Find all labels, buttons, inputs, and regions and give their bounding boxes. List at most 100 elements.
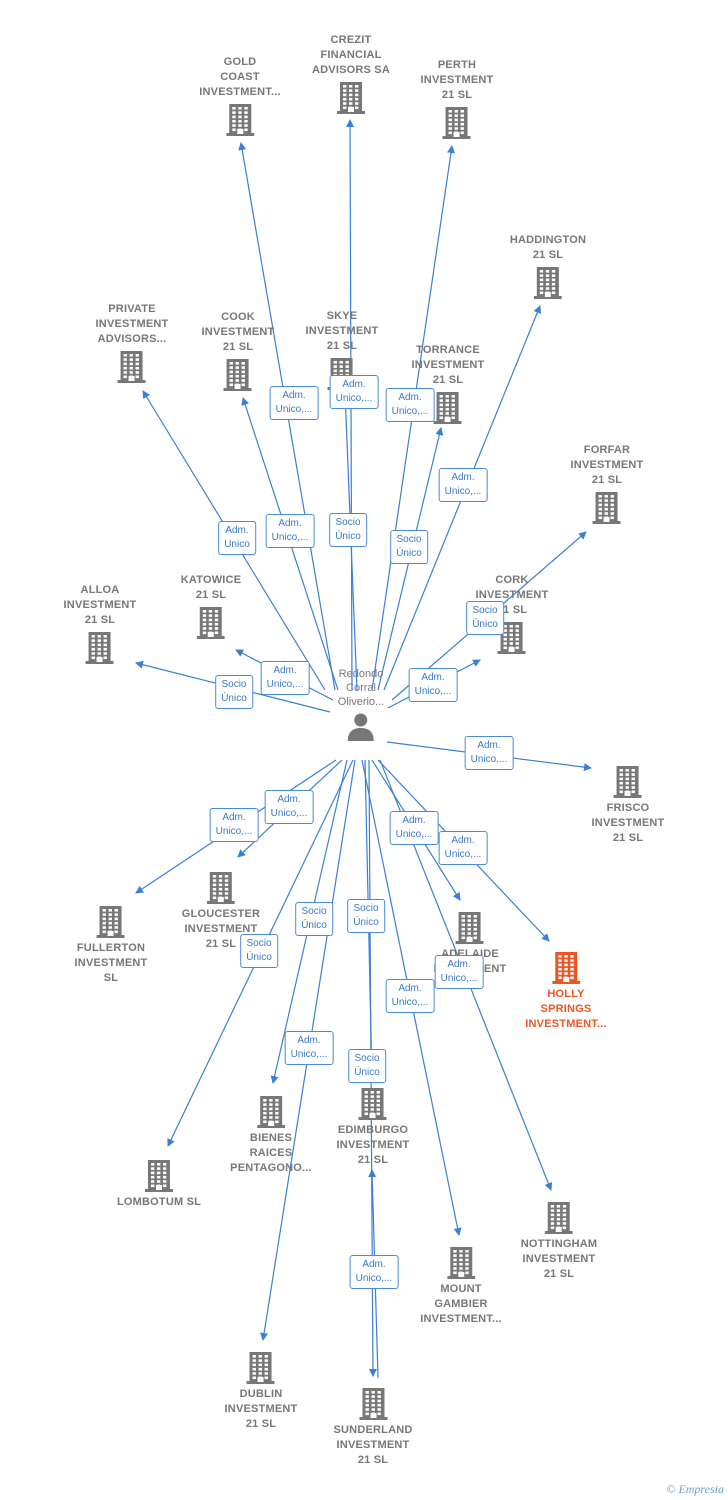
company-name-line: ADVISORS... [97, 333, 167, 345]
edge-label-bienes[interactable]: Adm.Unico,... [284, 1031, 334, 1065]
company-name-line: PENTAGONO... [230, 1162, 312, 1174]
edge-label-gloucester[interactable]: Adm.Unico,... [264, 790, 314, 824]
company-name-line: 21 SL [357, 1154, 389, 1166]
building-icon [97, 906, 125, 938]
edge-label-holly[interactable]: Adm. Unico,... [438, 831, 488, 865]
edge-label-line: Único [221, 693, 247, 704]
edge-label-line: Socio [472, 605, 498, 616]
edge-label-line: Socio [246, 938, 272, 949]
edge-label-katowice[interactable]: Adm.Unico,... [260, 661, 310, 695]
brand-credit[interactable]: © Empresia [666, 1482, 724, 1497]
edge-label-nottingham[interactable]: Adm.Unico,... [434, 955, 484, 989]
company-node-lombotum[interactable]: LOMBOTUM SL [117, 1156, 201, 1210]
edge-label-line: Unico,... [270, 808, 308, 819]
company-name-line: 21 SL [432, 374, 464, 386]
edge-label-line: Adm. [451, 835, 475, 846]
edge-label-line: Adm. [225, 525, 249, 536]
company-name-line: INVESTMENT [420, 74, 494, 86]
company-name-line: INVESTMENT... [199, 86, 281, 98]
edge-label-crezit[interactable]: Adm.Unico,... [329, 375, 379, 409]
company-name-line: INVESTMENT [591, 817, 665, 829]
company-name-line: INVESTMENT... [525, 1018, 607, 1030]
building-icon [359, 1088, 387, 1120]
edge-label-line: Socio [396, 534, 422, 545]
edge-label-line: Único [472, 619, 498, 630]
edge-label-line: Unico,... [444, 849, 482, 860]
edge-label-fullerton[interactable]: Adm.Unico,... [209, 808, 259, 842]
building-icon [593, 492, 621, 524]
company-name-line: TORRANCE [416, 344, 480, 356]
edge-label-adelaide[interactable]: Adm. Unico,... [389, 811, 439, 845]
building-icon [359, 1388, 387, 1420]
company-name-line: INVESTMENT [522, 1253, 596, 1265]
edge-label-line: Adm. [477, 740, 501, 751]
building-icon [144, 1160, 173, 1192]
edge-label-mount[interactable]: Adm.Unico,... [385, 979, 435, 1013]
company-name-line: GAMBIER [434, 1298, 488, 1310]
company-name-line: HADDINGTON [509, 234, 587, 246]
edge-label-cook[interactable]: Adm.Unico,... [265, 514, 315, 548]
company-name-line: INVESTMENT [475, 589, 549, 601]
company-name-line: LOMBOTUM SL [116, 1196, 202, 1208]
edge-label-line: Único [335, 531, 361, 542]
company-name-line: 21 SL [357, 1454, 389, 1466]
building-icon [533, 267, 562, 299]
edge-label-private[interactable]: Adm.Unico [218, 521, 256, 555]
edge-label-sunderland[interactable]: Adm.Unico,... [349, 1255, 399, 1289]
building-icon [551, 952, 580, 984]
edge-label-line: Socio [353, 903, 379, 914]
edge-label-line: Unico,... [395, 829, 433, 840]
company-name-line: 21 SL [612, 832, 644, 844]
edge-label-gold_coast[interactable]: Adm.Unico,... [269, 386, 319, 420]
edge-label-perth[interactable]: Adm.Unico,... [385, 388, 435, 422]
edge-label-frisco[interactable]: Adm.Unico,... [464, 736, 514, 770]
building-icon [86, 632, 114, 664]
company-name-line: COAST [220, 71, 260, 83]
edge-label-line: Adm. [402, 815, 426, 826]
company-name-line: 21 SL [245, 1418, 277, 1430]
company-name-line: INVESTMENT... [420, 1313, 502, 1325]
edge-label-line: Unico,... [275, 404, 313, 415]
edge-label-line: Adm. [447, 959, 471, 970]
company-name-line: INVESTMENT [336, 1439, 410, 1451]
center-label-line: Oliverio... [337, 696, 385, 708]
edge-label-haddington[interactable]: Adm.Unico,... [438, 468, 488, 502]
edge-label-cork[interactable]: Adm.Unico,... [408, 668, 458, 702]
company-name-line: INVESTMENT [570, 459, 644, 471]
